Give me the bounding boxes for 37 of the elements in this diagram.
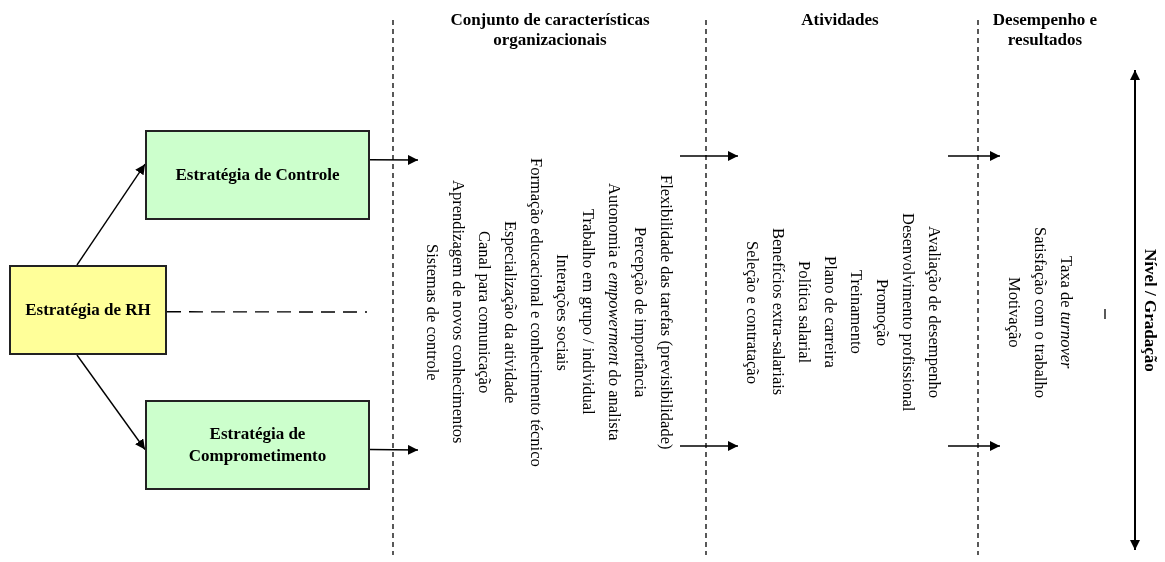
list-item: Política salarial	[794, 259, 815, 366]
list-item: Autonomia e empowerment do analista	[604, 182, 625, 443]
list-item: Seleção e contratação	[742, 239, 763, 386]
column-heading: Desempenho e resultados	[991, 10, 1099, 50]
list-item: Satisfação com o trabalho	[1030, 225, 1051, 400]
list-item: Benefícios extra-salariais	[768, 227, 789, 398]
arrow	[76, 163, 146, 266]
list-item: Taxa de turnover	[1056, 254, 1077, 371]
arrow	[369, 154, 419, 165]
column-heading: Atividades	[800, 10, 880, 30]
arrow	[947, 151, 1001, 161]
list-item: Sistemas de controle	[422, 242, 443, 383]
arrow	[76, 354, 146, 451]
list-item: Interações sociais	[552, 252, 573, 373]
list-item: Avaliação de desempenho	[924, 225, 945, 400]
column-heading: Conjunto de características organizacionais	[449, 10, 651, 50]
list-item: Formação educacional e conhecimento técnico	[526, 156, 547, 469]
strategy-box: Estratégia de Controle	[145, 130, 370, 220]
list-item: Percepção de importância	[630, 225, 651, 400]
list-item: Especialização da atividade	[500, 219, 521, 406]
list-item: Aprendizagem de novos conhecimentos	[448, 179, 469, 446]
list-item: Flexibilidade das tarefas (previsibilidade)	[656, 173, 677, 452]
list-item: Promoção	[872, 277, 893, 348]
list-item: Canal para comunicação	[474, 229, 495, 396]
list-item: Motivação	[1004, 275, 1025, 350]
strategy-box: Estratégia de Comprometimento	[145, 400, 370, 490]
strategy-box: Estratégia de RH	[9, 265, 167, 355]
list-item: Desenvolvimento profissional	[898, 211, 919, 414]
list-item: Plano de carreira	[820, 255, 841, 370]
arrow	[679, 151, 739, 161]
arrow	[369, 444, 419, 455]
axis-label: Nível / Gradação	[1140, 247, 1160, 374]
list-item: Trabalho em grupo / individual	[578, 208, 599, 417]
dashed-line	[166, 311, 368, 313]
arrow	[679, 441, 739, 451]
list-item: Treinamento	[846, 269, 867, 356]
arrow	[947, 441, 1001, 451]
